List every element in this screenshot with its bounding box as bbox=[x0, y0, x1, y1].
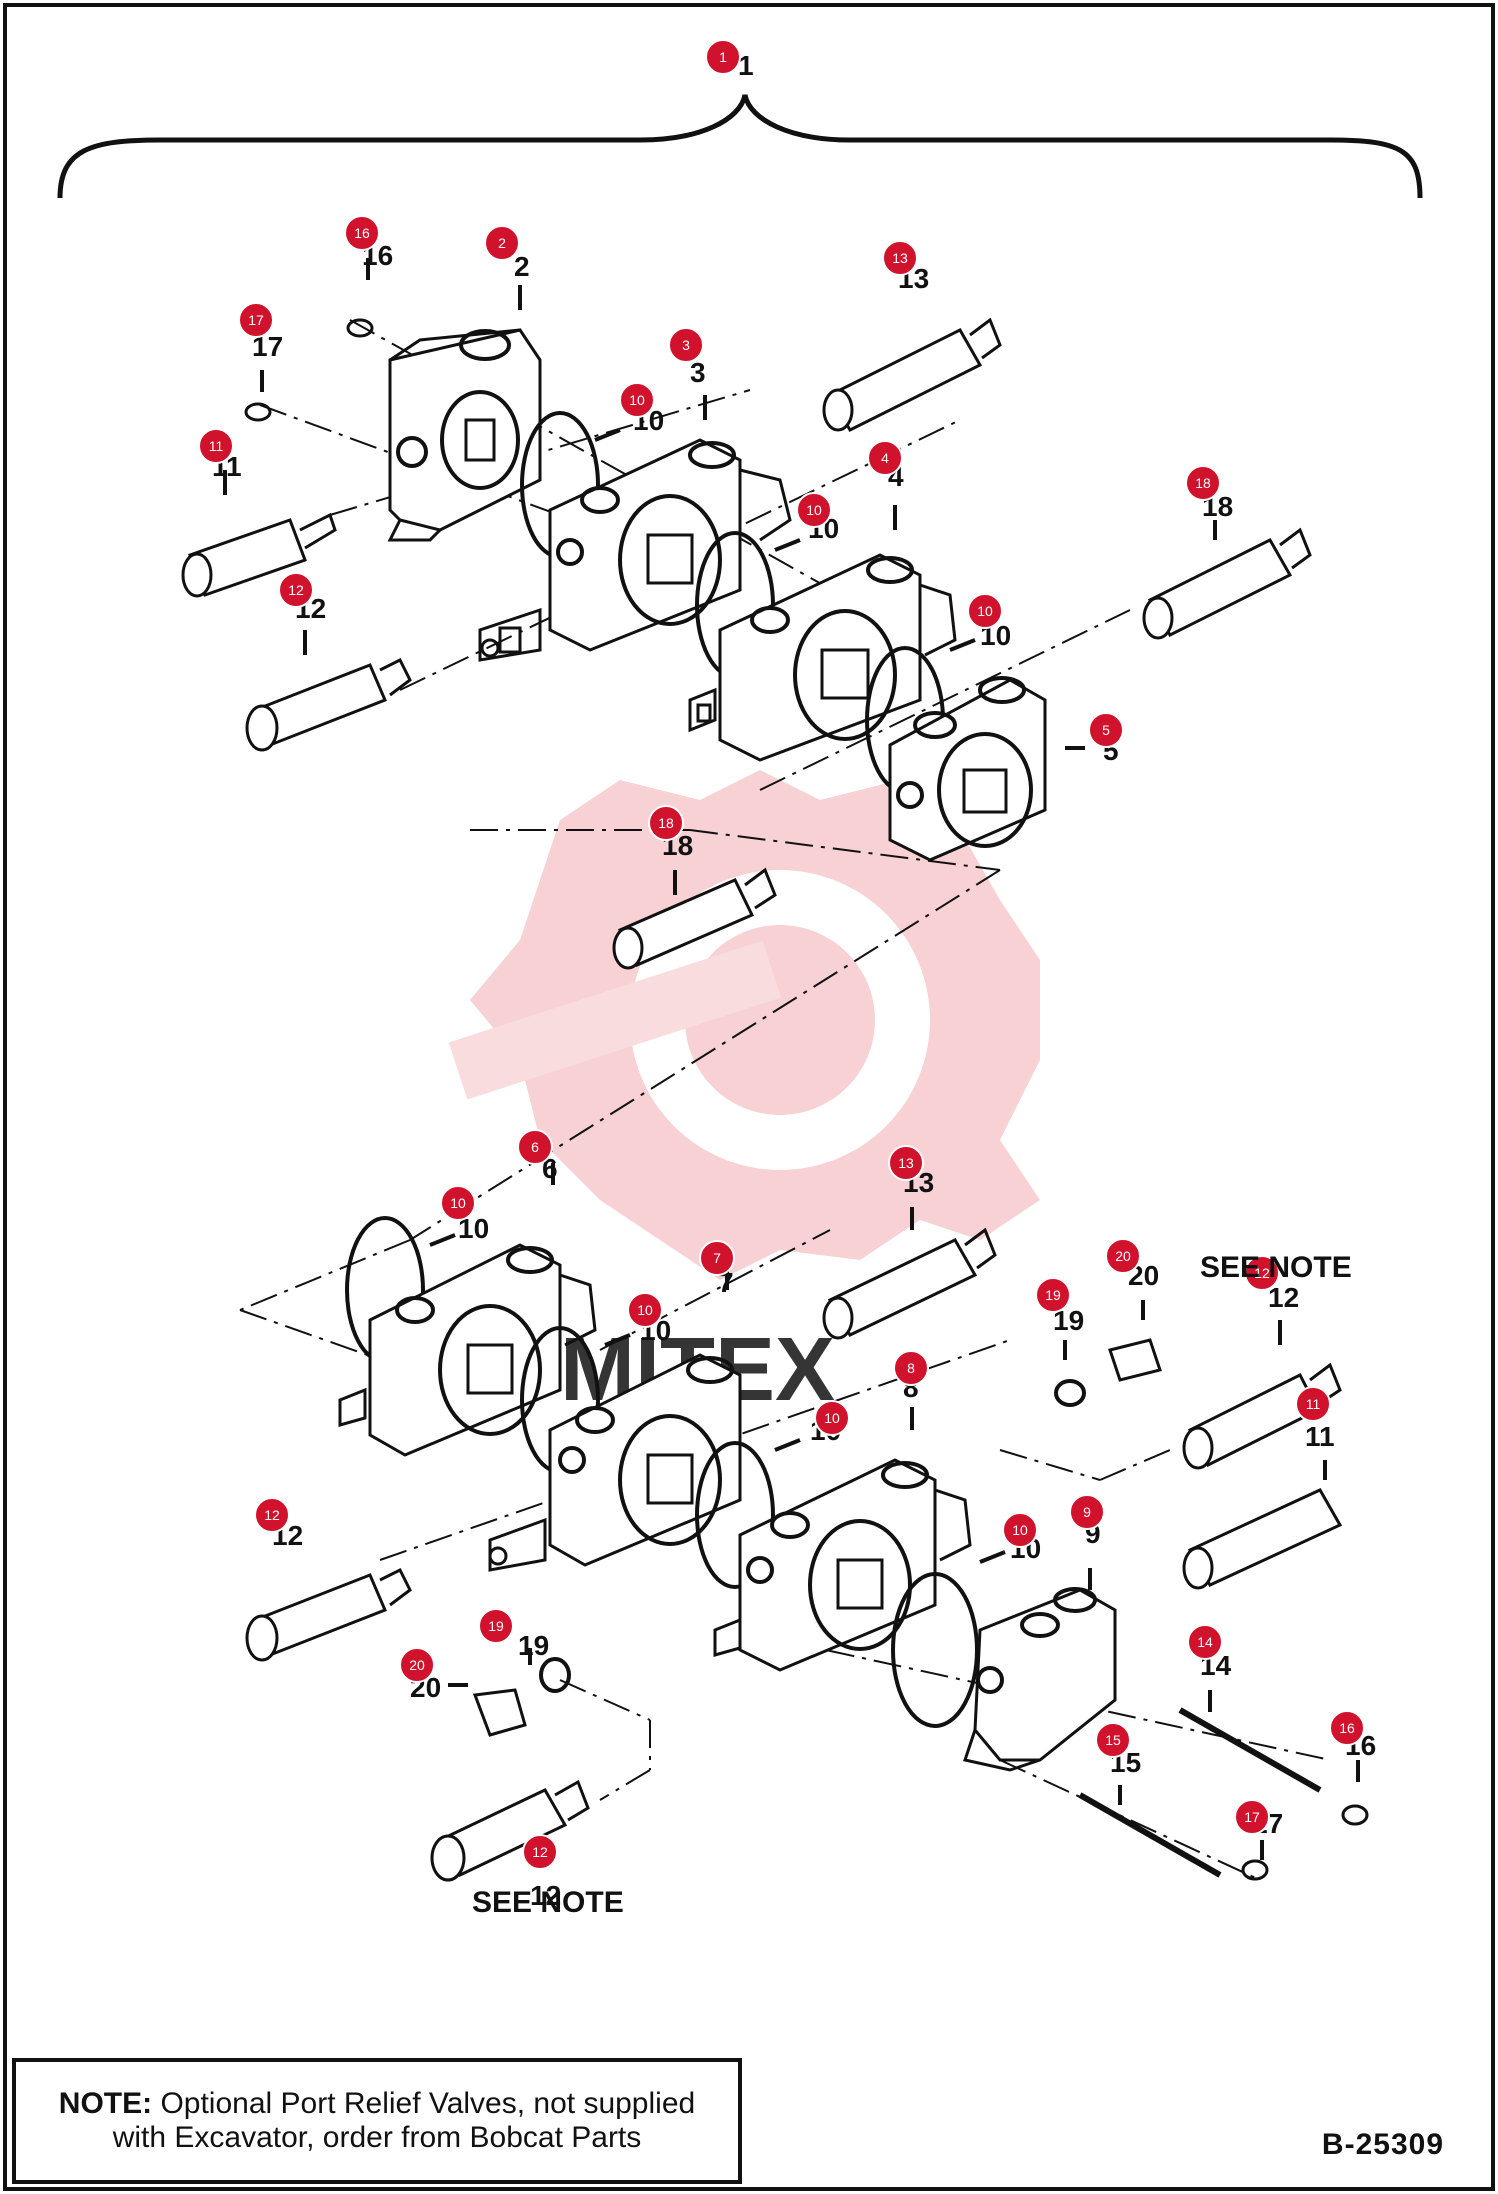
callout-badge: 13 bbox=[892, 250, 908, 266]
work-section-6 bbox=[338, 1243, 597, 1457]
callout-badge: 17 bbox=[1244, 1809, 1260, 1825]
callout-badge: 15 bbox=[1105, 1732, 1121, 1748]
work-section-7 bbox=[488, 1353, 742, 1572]
callout-badge: 9 bbox=[1083, 1504, 1091, 1520]
end-inlet-section bbox=[387, 328, 542, 542]
nut-17-lower bbox=[1241, 1859, 1269, 1881]
callout-badge: 19 bbox=[488, 1618, 504, 1634]
relief-valve-18-lower bbox=[612, 867, 777, 970]
callout-badge: 13 bbox=[898, 1155, 914, 1171]
plug-20-lower bbox=[472, 1688, 527, 1737]
svg-text:19: 19 bbox=[518, 1630, 549, 1661]
callout-badge: 12 bbox=[532, 1844, 548, 1860]
reference-code: B-25309 bbox=[1321, 2128, 1444, 2161]
o-ring bbox=[695, 1441, 775, 1589]
lower-assembly bbox=[245, 1216, 1369, 1882]
callout-badge: 10 bbox=[629, 392, 645, 408]
note-title: NOTE: bbox=[58, 2086, 153, 2120]
tie-rod-15 bbox=[1078, 1792, 1222, 1878]
callout-badge: 20 bbox=[1115, 1248, 1131, 1264]
upper-assembly bbox=[181, 317, 1312, 970]
work-section-8 bbox=[713, 1458, 972, 1672]
relief-valve-12-bottom bbox=[430, 1779, 590, 1882]
o-ring-19-lower bbox=[539, 1657, 571, 1693]
callout-badge: 10 bbox=[637, 1302, 653, 1318]
relief-valve-13-lower bbox=[822, 1227, 997, 1340]
callout-badge: 4 bbox=[881, 450, 889, 466]
watermark: MITEX bbox=[448, 770, 1040, 1420]
callout-badge: 10 bbox=[450, 1195, 466, 1211]
o-ring bbox=[891, 1572, 979, 1728]
svg-text:12: 12 bbox=[1268, 1282, 1299, 1313]
assembly-brace bbox=[57, 94, 1423, 199]
callout-badge: 7 bbox=[713, 1250, 721, 1266]
callout-badge: 17 bbox=[248, 312, 264, 328]
callout-badge: 19 bbox=[1045, 1287, 1061, 1303]
part-callouts: 1 16 2 13 17 3 10 11 4 10 18 12 10 5 18 … bbox=[198, 39, 1376, 1919]
tie-rod-14 bbox=[1178, 1707, 1322, 1793]
plug-20 bbox=[1108, 1338, 1162, 1382]
callout-badge: 10 bbox=[1012, 1522, 1028, 1538]
relief-valve-13 bbox=[822, 317, 1002, 432]
nut-16 bbox=[346, 318, 374, 338]
note-line-1: Optional Port Relief Valves, not supplie… bbox=[160, 2086, 696, 2120]
callout-badge: 16 bbox=[354, 225, 370, 241]
relief-valve-12 bbox=[245, 657, 412, 752]
svg-text:2: 2 bbox=[514, 251, 530, 282]
callout-badge: 16 bbox=[1339, 1720, 1355, 1736]
callout-badge: 2 bbox=[498, 235, 506, 251]
callout-badge: 5 bbox=[1102, 722, 1110, 738]
callout-badge: 10 bbox=[977, 603, 993, 619]
callout-badge: 1 bbox=[719, 49, 727, 65]
end-outlet-section bbox=[888, 676, 1047, 862]
nut-17 bbox=[244, 402, 272, 422]
callout-badge: 12 bbox=[288, 582, 304, 598]
svg-text:11: 11 bbox=[1305, 1421, 1335, 1452]
callout-badge: 11 bbox=[209, 438, 224, 454]
nut-16-lower bbox=[1341, 1804, 1369, 1826]
callout-badge: 18 bbox=[1195, 475, 1211, 491]
callout-badge: 11 bbox=[1306, 1396, 1321, 1412]
relief-valve-11 bbox=[181, 512, 337, 598]
callout-badge: 3 bbox=[682, 337, 690, 353]
work-section-4 bbox=[688, 553, 957, 762]
see-note-label-right: SEE NOTE bbox=[1200, 1251, 1352, 1284]
see-note-label-bottom: SEE NOTE bbox=[472, 1886, 624, 1919]
svg-text:3: 3 bbox=[690, 357, 706, 388]
callout-badge: 10 bbox=[806, 502, 822, 518]
note-line-2: with Excavator, order from Bobcat Parts bbox=[112, 2121, 642, 2154]
callout-badge: 20 bbox=[409, 1657, 425, 1673]
diagram-border bbox=[3, 3, 1495, 2191]
callout-badge: 8 bbox=[907, 1360, 915, 1376]
callout-badge: 12 bbox=[1254, 1265, 1270, 1281]
end-outlet-section-9 bbox=[963, 1587, 1117, 1772]
o-ring-19 bbox=[1054, 1379, 1086, 1407]
svg-text:12: 12 bbox=[530, 1880, 561, 1911]
relief-valve-11-right bbox=[1182, 1488, 1343, 1590]
svg-text:1: 1 bbox=[738, 50, 754, 81]
work-section-3 bbox=[478, 438, 792, 662]
callout-badge: 14 bbox=[1197, 1634, 1213, 1650]
callout-badge: 6 bbox=[531, 1139, 539, 1155]
callout-badge: 12 bbox=[264, 1507, 280, 1523]
relief-valve-12-lower-left bbox=[245, 1567, 412, 1662]
callout-badge: 18 bbox=[658, 815, 674, 831]
relief-valve-18 bbox=[1142, 527, 1312, 640]
note-box: NOTE: Optional Port Relief Valves, not s… bbox=[12, 2058, 742, 2184]
callout-badge: 10 bbox=[824, 1410, 840, 1426]
